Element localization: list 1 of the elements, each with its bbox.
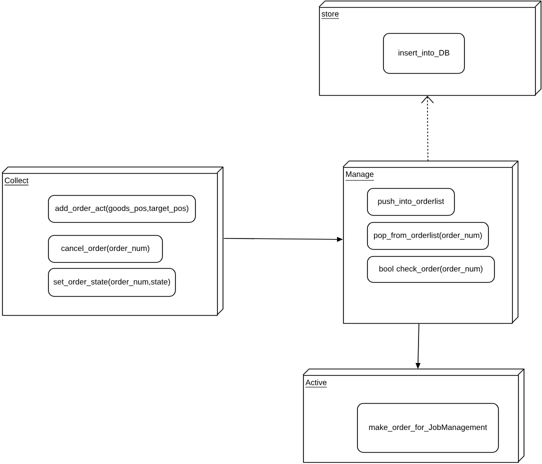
dashed-arrow (421, 96, 434, 162)
